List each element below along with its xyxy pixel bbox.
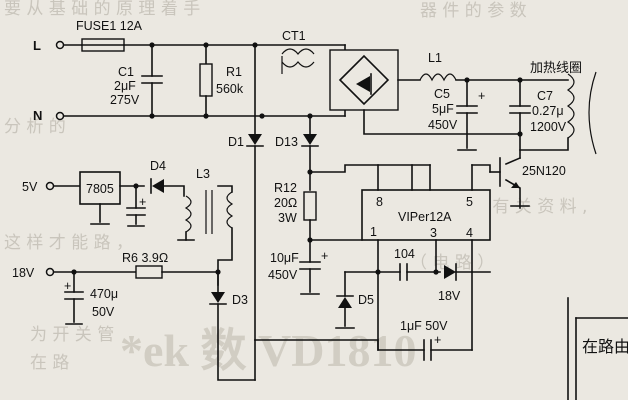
bridge-rectifier bbox=[329, 44, 521, 135]
mains-input: L N bbox=[33, 38, 346, 123]
svg-text:*ek 数 VD1810: *ek 数 VD1810 bbox=[120, 325, 416, 376]
c104-label: 104 bbox=[394, 247, 415, 261]
ic-pin-1: 1 bbox=[370, 225, 377, 239]
c1-voltage: 275V bbox=[110, 93, 140, 107]
c7-voltage: 1200V bbox=[530, 120, 567, 134]
d4-label: D4 bbox=[150, 159, 166, 173]
ic-pin-8: 8 bbox=[376, 195, 383, 209]
capacitor-c1: C1 2μF 275V bbox=[110, 42, 163, 119]
svg-text:分 析 的: 分 析 的 bbox=[4, 117, 66, 137]
label-18v: 18V bbox=[12, 266, 35, 280]
inductor-l1: L1 bbox=[419, 51, 521, 82]
current-transformer-ct1: CT1 bbox=[281, 29, 315, 74]
background-bleed-through: 要 从 基 础 的 原 理 着 手 器 件 的 参 数 分 析 的 这 样 才 … bbox=[4, 0, 587, 376]
label-5v: 5V bbox=[22, 180, 38, 194]
cap10-voltage: 450V bbox=[268, 268, 298, 282]
label-N: N bbox=[33, 108, 42, 123]
c1-value: 2μF bbox=[114, 79, 136, 93]
ic-pin-4: 4 bbox=[466, 226, 473, 240]
capacitor-c5: + C5 5μF 450V bbox=[428, 77, 485, 151]
diode-d13: D13 bbox=[275, 113, 319, 191]
svg-text:+: + bbox=[64, 279, 71, 293]
capacitor-10uf: + 10μF 450V bbox=[268, 239, 328, 295]
c5-voltage: 450V bbox=[428, 118, 458, 132]
svg-text:要 从 基 础 的 原 理 着 手: 要 从 基 础 的 原 理 着 手 bbox=[4, 0, 200, 19]
l3-label: L3 bbox=[196, 167, 210, 181]
d1-label: D1 bbox=[228, 135, 244, 149]
transformer-l3: L3 bbox=[177, 167, 234, 286]
c470-voltage: 50V bbox=[92, 305, 115, 319]
svg-text:器 件 的 参 数: 器 件 的 参 数 bbox=[420, 1, 527, 21]
c5-value: 5μF bbox=[432, 102, 454, 116]
igbt-label: 25N120 bbox=[522, 164, 566, 178]
c5-name: C5 bbox=[434, 87, 450, 101]
table-text: 在路由 bbox=[582, 337, 628, 356]
svg-text:+: + bbox=[321, 249, 328, 263]
c1uf-label: 1μF 50V bbox=[400, 319, 448, 333]
svg-text:据 有 关 资 料 ,: 据 有 关 资 料 , bbox=[470, 197, 587, 217]
svg-text:+: + bbox=[139, 195, 146, 209]
label-L: L bbox=[33, 38, 41, 53]
heating-coil-label: 加热线圈 bbox=[530, 61, 582, 76]
zener-label: 18V bbox=[438, 289, 461, 303]
r6-label: R6 3.9Ω bbox=[122, 251, 168, 265]
svg-text:为 开 关 管: 为 开 关 管 bbox=[30, 325, 114, 345]
svg-text:（ 电 路 ）: （ 电 路 ） bbox=[410, 253, 494, 273]
d5-label: D5 bbox=[358, 293, 374, 307]
c7-value: 0.27μ bbox=[532, 104, 564, 118]
r12-value: 20Ω bbox=[274, 196, 297, 210]
svg-text:+: + bbox=[478, 89, 485, 103]
table-fragment: 在路由 bbox=[567, 297, 628, 400]
ic-viper12a: 8 5 1 3 4 VIPer12A bbox=[361, 164, 491, 273]
supply-18v: 18V + 470μ 50V bbox=[12, 265, 221, 325]
resonant-tank: C7 0.27μ 1200V 加热线圈 bbox=[509, 61, 597, 159]
d3-label: D3 bbox=[232, 293, 248, 307]
fuse: FUSE1 12A bbox=[76, 19, 346, 52]
l1-label: L1 bbox=[428, 51, 442, 65]
c470-value: 470μ bbox=[90, 287, 118, 301]
regulator-7805: 7805 bbox=[86, 182, 114, 196]
node bbox=[259, 113, 265, 119]
svg-text:在 路: 在 路 bbox=[30, 353, 69, 373]
c7-name: C7 bbox=[537, 89, 553, 103]
zener-18v: 18V bbox=[438, 263, 491, 351]
r12-name: R12 bbox=[274, 181, 297, 195]
svg-text:这 样 才 能 路 ，: 这 样 才 能 路 ， bbox=[4, 233, 133, 253]
ic-pin-5: 5 bbox=[466, 195, 473, 209]
cap10-value: 10μF bbox=[270, 251, 299, 265]
diode-d3: D3 bbox=[209, 271, 379, 381]
r12-power: 3W bbox=[278, 211, 297, 225]
ic-name: VIPer12A bbox=[398, 210, 452, 224]
igbt-transistor: 25N120 bbox=[489, 156, 566, 209]
supply-5v: 5V 7805 D4 + R6 3.9Ω bbox=[22, 159, 185, 265]
ct1-label: CT1 bbox=[282, 29, 306, 43]
resistor-r1: R1 560k bbox=[199, 42, 244, 119]
diode-d5: D5 bbox=[335, 271, 374, 329]
svg-text:+: + bbox=[434, 333, 441, 347]
capacitor-104: 104 bbox=[344, 247, 441, 281]
diode-d1: D1 bbox=[228, 134, 264, 341]
c1-name: C1 bbox=[118, 65, 134, 79]
r1-value: 560k bbox=[216, 82, 244, 96]
ic-pin-3: 3 bbox=[430, 226, 437, 240]
resistor-r12: R12 20Ω 3W bbox=[274, 164, 431, 243]
fuse-label: FUSE1 12A bbox=[76, 19, 143, 33]
d13-label: D13 bbox=[275, 135, 298, 149]
r1-name: R1 bbox=[226, 65, 242, 79]
